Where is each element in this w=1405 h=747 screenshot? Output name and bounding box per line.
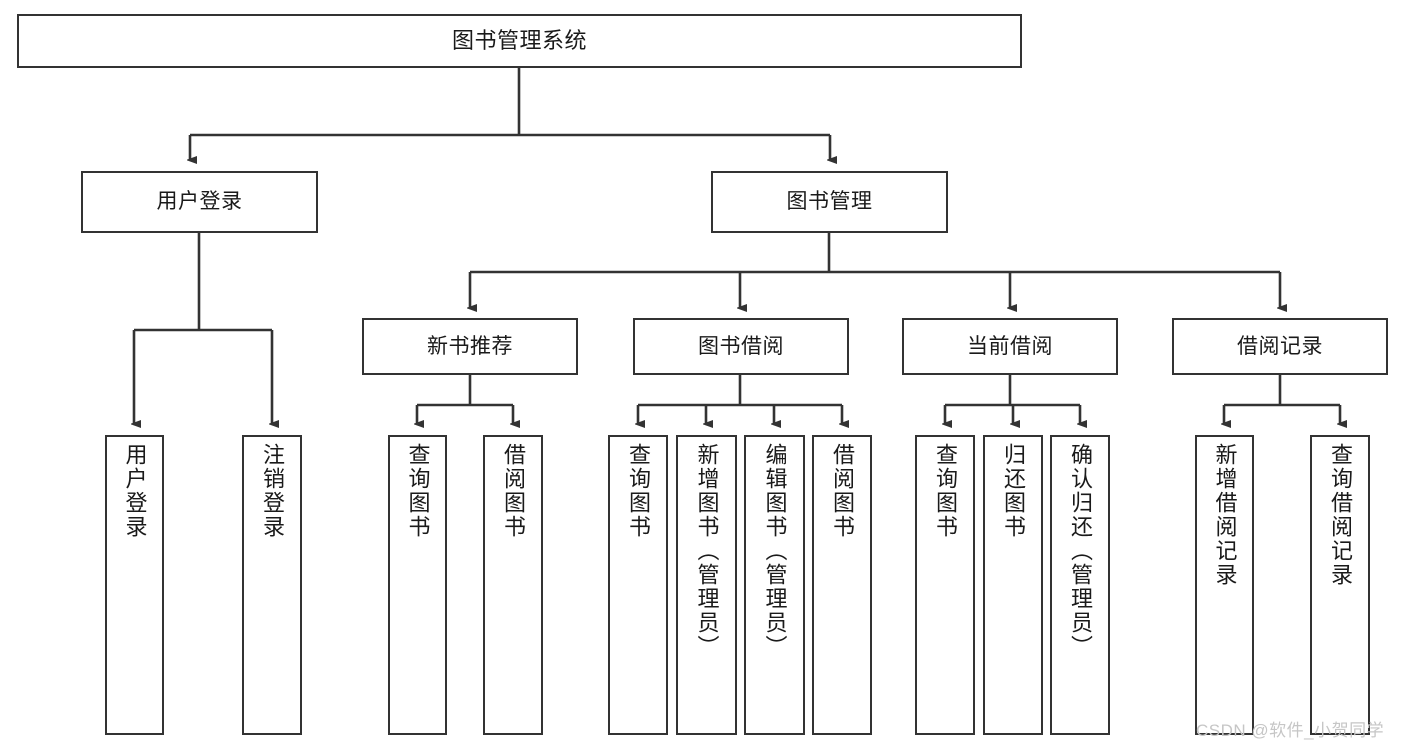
node-book-borrow[interactable]: 图书借阅 xyxy=(633,318,849,375)
leaf-current-query-book[interactable]: 查询图书 xyxy=(915,435,975,735)
leaf-recommend-borrow-book[interactable]: 借阅图书 xyxy=(483,435,543,735)
leaf-borrow-query-book[interactable]: 查询图书 xyxy=(608,435,668,735)
node-label: 查询借阅记录 xyxy=(1328,443,1353,587)
leaf-user-login-signout[interactable]: 注销登录 xyxy=(242,435,302,735)
node-label: 注销登录 xyxy=(260,443,285,539)
node-new-book-recommend[interactable]: 新书推荐 xyxy=(362,318,578,375)
leaf-borrow-borrow-book[interactable]: 借阅图书 xyxy=(812,435,872,735)
leaf-borrow-add-book-admin[interactable]: 新增图书（管理员） xyxy=(676,435,737,735)
node-user-login[interactable]: 用户登录 xyxy=(81,171,318,233)
node-label: 借阅图书 xyxy=(830,443,855,539)
node-label: 编辑图书（管理员） xyxy=(762,443,788,659)
node-label: 查询图书 xyxy=(405,443,431,539)
node-label: 用户登录 xyxy=(156,190,243,214)
node-label: 图书管理系统 xyxy=(451,27,587,53)
node-label: 借阅记录 xyxy=(1237,334,1323,358)
node-label: 新书推荐 xyxy=(427,334,513,358)
leaf-record-query-record[interactable]: 查询借阅记录 xyxy=(1310,435,1370,735)
csdn-watermark: CSDN @软件_小贺同学 xyxy=(1196,721,1385,740)
leaf-user-login-signin[interactable]: 用户登录 xyxy=(105,435,164,735)
node-label: 用户登录 xyxy=(122,443,148,539)
node-label: 查询图书 xyxy=(626,443,651,539)
node-borrow-record[interactable]: 借阅记录 xyxy=(1172,318,1388,375)
node-label: 确认归还（管理员） xyxy=(1068,443,1093,659)
node-label: 借阅图书 xyxy=(501,443,526,539)
node-label: 新增图书（管理员） xyxy=(694,443,720,659)
leaf-current-return-book[interactable]: 归还图书 xyxy=(983,435,1043,735)
leaf-current-confirm-return-admin[interactable]: 确认归还（管理员） xyxy=(1050,435,1110,735)
node-label: 当前借阅 xyxy=(967,334,1053,358)
node-label: 新增借阅记录 xyxy=(1212,443,1238,587)
node-current-borrow[interactable]: 当前借阅 xyxy=(902,318,1118,375)
node-root-system[interactable]: 图书管理系统 xyxy=(17,14,1022,68)
node-book-management[interactable]: 图书管理 xyxy=(711,171,948,233)
leaf-record-add-record[interactable]: 新增借阅记录 xyxy=(1195,435,1254,735)
node-label: 图书管理 xyxy=(786,190,873,214)
node-label: 图书借阅 xyxy=(698,334,784,358)
node-label: 归还图书 xyxy=(1001,443,1026,539)
leaf-borrow-edit-book-admin[interactable]: 编辑图书（管理员） xyxy=(744,435,805,735)
leaf-recommend-query-book[interactable]: 查询图书 xyxy=(388,435,447,735)
node-label: 查询图书 xyxy=(933,443,958,539)
